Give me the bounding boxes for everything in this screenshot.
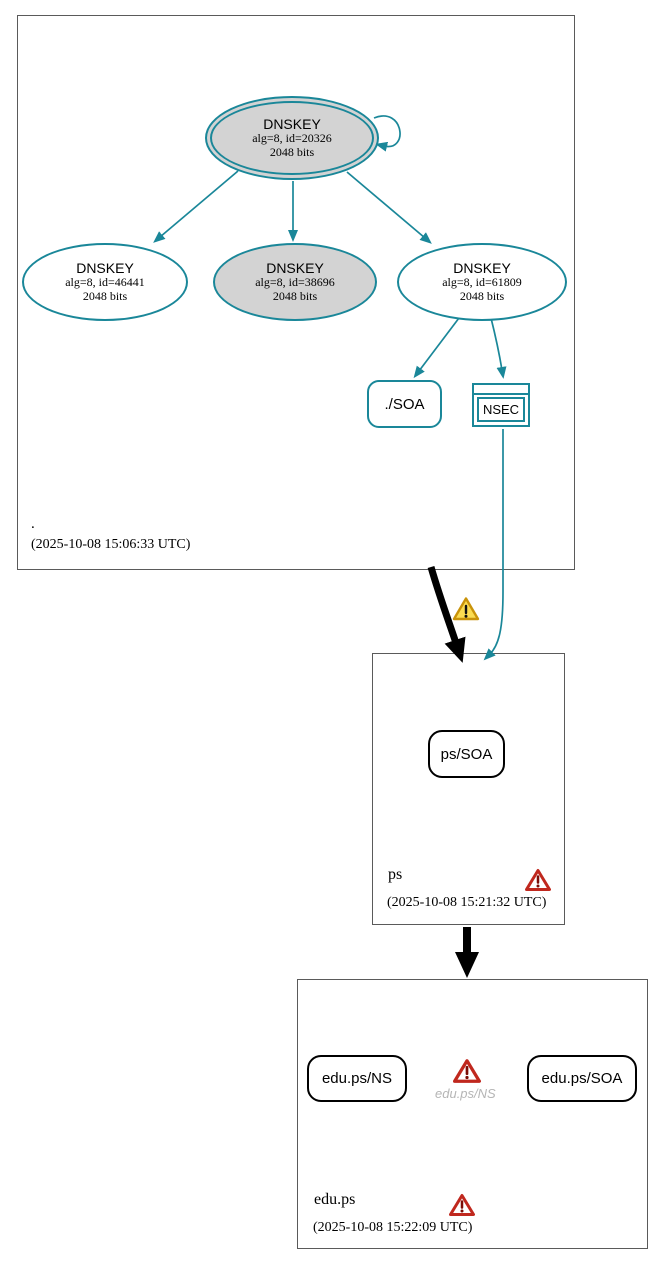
dnskey-alg-id: alg=8, id=38696 [255,275,335,290]
zone-box-edu-ps [297,979,648,1249]
node-dnskey-38696[interactable]: DNSKEY alg=8, id=38696 2048 bits [213,243,377,321]
zone-name-edups: edu.ps [314,1191,356,1208]
dnskey-bits: 2048 bits [82,289,128,304]
nsec-band [474,393,528,395]
node-dnskey-61809-text: DNSKEY alg=8, id=61809 2048 bits [399,245,565,319]
dnskey-bits: 2048 bits [272,289,318,304]
nsec-label: NSEC [477,397,525,422]
node-edups-soa[interactable]: edu.ps/SOA [527,1055,637,1102]
dnskey-alg-id: alg=8, id=61809 [442,275,522,290]
edups-ns-error-caption: edu.ps/NS [435,1086,496,1101]
node-root-soa[interactable]: ./SOA [367,380,442,428]
zone-name-root: . [31,516,35,532]
dnskey-title: DNSKEY [76,260,134,277]
node-dnskey-46441[interactable]: DNSKEY alg=8, id=46441 2048 bits [22,243,188,321]
node-edups-ns[interactable]: edu.ps/NS [307,1055,407,1102]
warning-triangle-icon[interactable] [452,596,480,622]
node-dnskey-20326[interactable]: DNSKEY alg=8, id=20326 2048 bits [205,96,379,180]
dnskey-alg-id: alg=8, id=46441 [65,275,145,290]
node-dnskey-20326-text: DNSKEY alg=8, id=20326 2048 bits [207,98,377,178]
dnskey-bits: 2048 bits [459,289,505,304]
ps-soa-label: ps/SOA [440,745,493,763]
node-dnskey-46441-text: DNSKEY alg=8, id=46441 2048 bits [24,245,186,319]
dnskey-alg-id: alg=8, id=20326 [252,131,332,146]
zone-timestamp-edups: (2025-10-08 15:22:09 UTC) [313,1220,473,1235]
root-soa-label: ./SOA [384,395,425,413]
dnskey-title: DNSKEY [453,260,511,277]
zone-timestamp-ps: (2025-10-08 15:21:32 UTC) [387,895,547,910]
node-dnskey-20326-inner-ring [210,101,374,175]
zone-timestamp-root: (2025-10-08 15:06:33 UTC) [31,537,191,552]
edups-soa-label: edu.ps/SOA [541,1070,623,1087]
dnskey-title: DNSKEY [263,116,321,133]
error-triangle-icon[interactable] [449,1193,475,1217]
node-nsec[interactable]: NSEC [472,383,530,427]
dnskey-title: DNSKEY [266,260,324,277]
error-triangle-icon[interactable] [525,868,551,892]
edups-ns-label: edu.ps/NS [321,1070,393,1087]
node-dnskey-61809[interactable]: DNSKEY alg=8, id=61809 2048 bits [397,243,567,321]
zone-box-root [17,15,575,570]
error-triangle-icon[interactable] [453,1058,481,1084]
zone-box-ps [372,653,565,925]
dnskey-bits: 2048 bits [269,145,315,160]
zone-name-ps: ps [388,866,403,883]
node-ps-soa[interactable]: ps/SOA [428,730,505,778]
node-dnskey-38696-text: DNSKEY alg=8, id=38696 2048 bits [215,245,375,319]
